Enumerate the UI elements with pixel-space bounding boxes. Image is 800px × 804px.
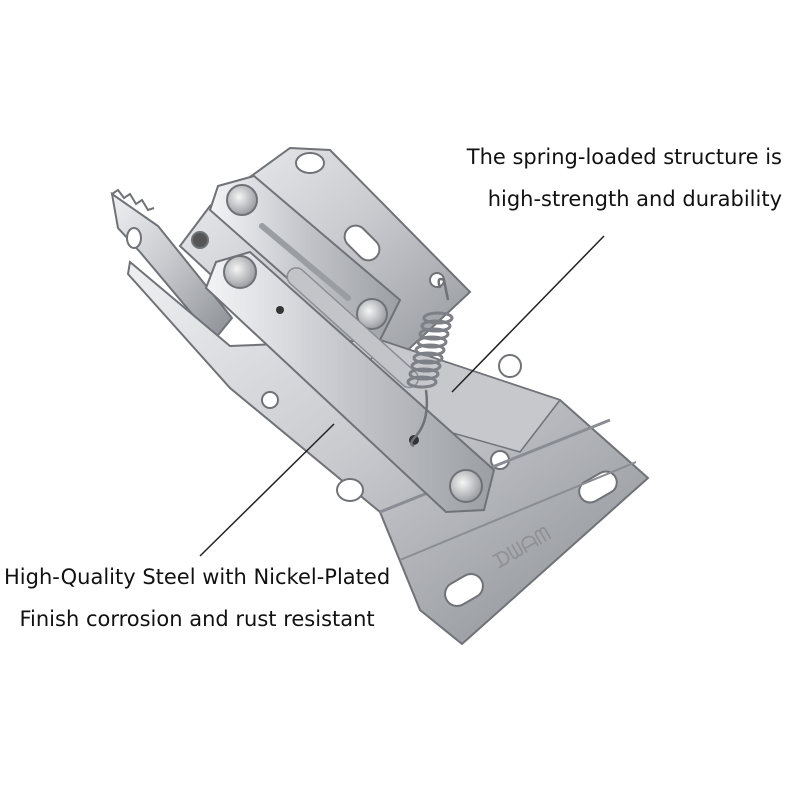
leader-line-steel <box>199 423 335 557</box>
steel-callout: High-Quality Steel with Nickel-Plated Fi… <box>4 556 390 640</box>
spring-callout: The spring-loaded structure is high-stre… <box>467 136 782 220</box>
steel-callout-line1: High-Quality Steel with Nickel-Plated <box>4 565 391 589</box>
upper-link-arm <box>208 174 402 342</box>
spring-callout-line2: high-strength and durability <box>487 187 782 211</box>
leader-line-spring <box>451 235 605 393</box>
steel-callout-line2: Finish corrosion and rust resistant <box>19 607 375 631</box>
spring-callout-line1: The spring-loaded structure is <box>466 145 782 169</box>
tension-spring-icon <box>406 277 454 448</box>
side-bracket <box>110 188 234 342</box>
lower-long-arm <box>204 250 496 514</box>
